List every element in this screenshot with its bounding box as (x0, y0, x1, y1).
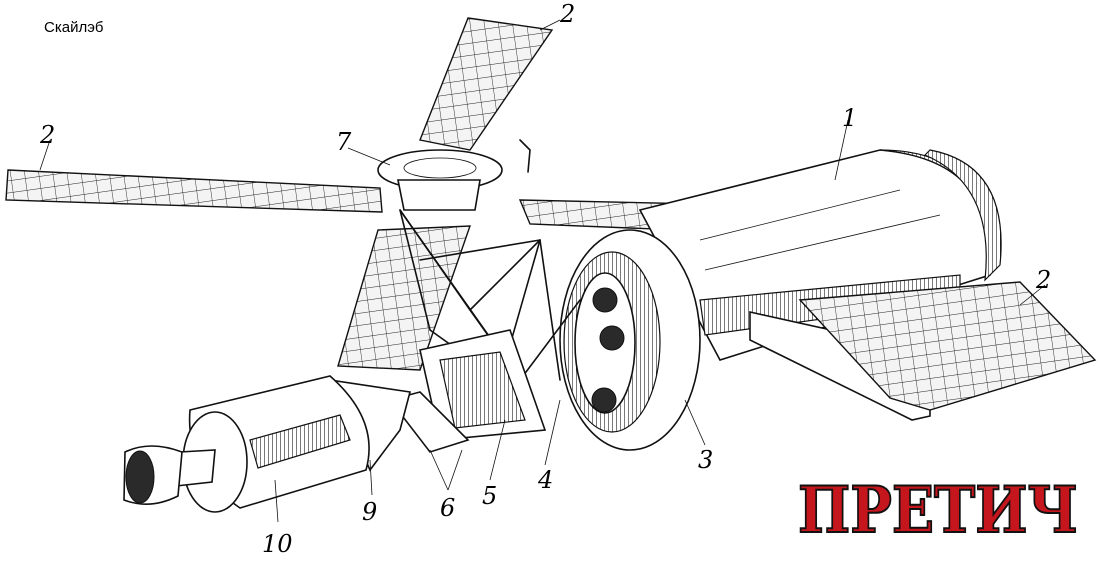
solar-wing-top (419, 17, 554, 151)
logo-text: ПРЕТИЧ (798, 473, 1078, 548)
callout-2-right: 2 (1035, 266, 1051, 294)
telescope-mount (377, 139, 531, 211)
pretich-logo: ПРЕТИЧ (797, 472, 1079, 549)
docking-adapter-ring (559, 229, 701, 451)
callout-5: 5 (482, 482, 497, 510)
callout-9: 9 (362, 498, 377, 526)
figure-title: Скайлэб (44, 19, 104, 36)
callout-2-left: 2 (39, 121, 55, 149)
callout-6: 6 (440, 494, 455, 522)
callout-3: 3 (698, 446, 713, 474)
airlock-module (419, 329, 547, 441)
callout-10: 10 (262, 530, 293, 558)
callout-1: 1 (842, 104, 857, 132)
service-module (123, 375, 370, 513)
callout-2-top: 2 (559, 0, 575, 28)
solar-wing-right-lower (749, 281, 1097, 421)
callout-4: 4 (537, 466, 553, 494)
solar-wing-left (5, 169, 383, 213)
leader-lines (39, 19, 1046, 523)
callout-7: 7 (336, 128, 352, 156)
